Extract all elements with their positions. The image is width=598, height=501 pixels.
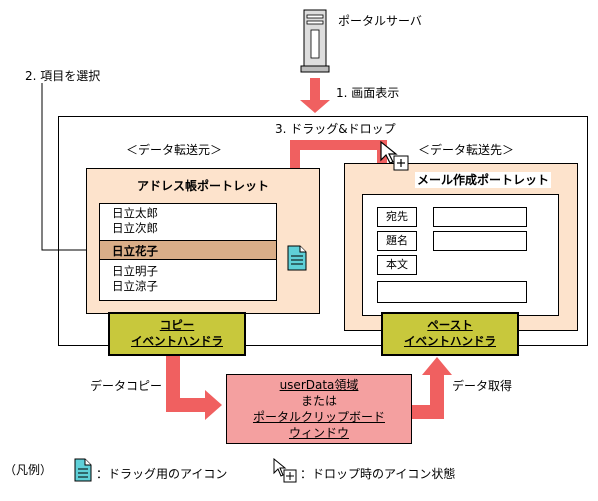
legend-drag-desc: ：ドラッグ用のアイコン bbox=[96, 467, 228, 481]
copy-handler-line2: イベントハンドラ bbox=[131, 334, 223, 348]
dest-title: ＜データ転送先＞ bbox=[418, 143, 515, 157]
storage-line1: userData領域 bbox=[279, 378, 359, 392]
server-label: ポータルサーバ bbox=[338, 14, 422, 28]
legend-title: （凡例） bbox=[4, 463, 53, 477]
copy-event-handler: コピー イベントハンドラ bbox=[108, 312, 246, 356]
drag-document-icon[interactable] bbox=[287, 245, 307, 271]
body-field[interactable] bbox=[377, 281, 527, 303]
list-item[interactable]: 日立次郎 bbox=[112, 221, 158, 235]
legend-drop-desc: ：ドロップ時のアイコン状態 bbox=[300, 467, 456, 481]
paste-handler-line1: ペースト bbox=[427, 318, 473, 332]
browser-window bbox=[58, 116, 588, 346]
step1-label: 1. 画面表示 bbox=[336, 86, 400, 100]
data-copy-label: データコピー bbox=[90, 379, 163, 393]
display-arrow bbox=[300, 78, 330, 113]
storage-line3: ポータルクリップボード bbox=[252, 410, 385, 424]
to-label: 宛先 bbox=[377, 207, 417, 227]
address-portlet-title: アドレス帳ポートレット bbox=[136, 179, 269, 193]
server-icon bbox=[300, 9, 330, 73]
paste-event-handler: ペースト イベントハンドラ bbox=[381, 312, 519, 356]
subject-field[interactable] bbox=[433, 231, 527, 251]
list-item[interactable]: 日立明子 bbox=[112, 264, 158, 278]
storage-box: userData領域 または ポータルクリップボード ウィンドウ bbox=[226, 374, 412, 444]
legend-drop-icon bbox=[273, 458, 297, 483]
source-title: ＜データ転送元＞ bbox=[126, 143, 223, 157]
body-label: 本文 bbox=[377, 255, 417, 275]
address-portlet: アドレス帳ポートレット 日立太郎 日立次郎 日立花子 日立明子 日立涼子 bbox=[86, 168, 320, 314]
step2-label: 2. 項目を選択 bbox=[25, 69, 101, 83]
storage-line4: ウィンドウ bbox=[288, 426, 349, 440]
address-list: 日立太郎 日立次郎 日立花子 日立明子 日立涼子 bbox=[99, 203, 277, 301]
mail-portlet-title: メール作成ポートレット bbox=[415, 172, 552, 188]
legend-document-icon bbox=[74, 458, 92, 482]
list-item[interactable]: 日立太郎 bbox=[112, 206, 158, 220]
data-get-label: データ取得 bbox=[452, 379, 513, 393]
list-item[interactable]: 日立涼子 bbox=[112, 279, 158, 293]
copy-arrow bbox=[166, 355, 222, 420]
list-item-selected[interactable]: 日立花子 bbox=[100, 240, 276, 260]
get-arrow bbox=[410, 357, 452, 419]
drop-cursor-icon bbox=[380, 140, 409, 171]
storage-line2: または bbox=[300, 394, 337, 408]
select-connector bbox=[41, 83, 95, 251]
subject-label: 題名 bbox=[377, 231, 417, 251]
copy-handler-line1: コピー bbox=[159, 318, 195, 332]
mail-portlet: 宛先 題名 本文 メール作成ポートレット bbox=[344, 163, 578, 331]
step3-label: 3. ドラッグ&ドロップ bbox=[275, 122, 396, 136]
mail-portlet-inner: 宛先 題名 本文 bbox=[362, 194, 559, 316]
to-field[interactable] bbox=[433, 207, 527, 227]
paste-handler-line2: イベントハンドラ bbox=[404, 334, 496, 348]
